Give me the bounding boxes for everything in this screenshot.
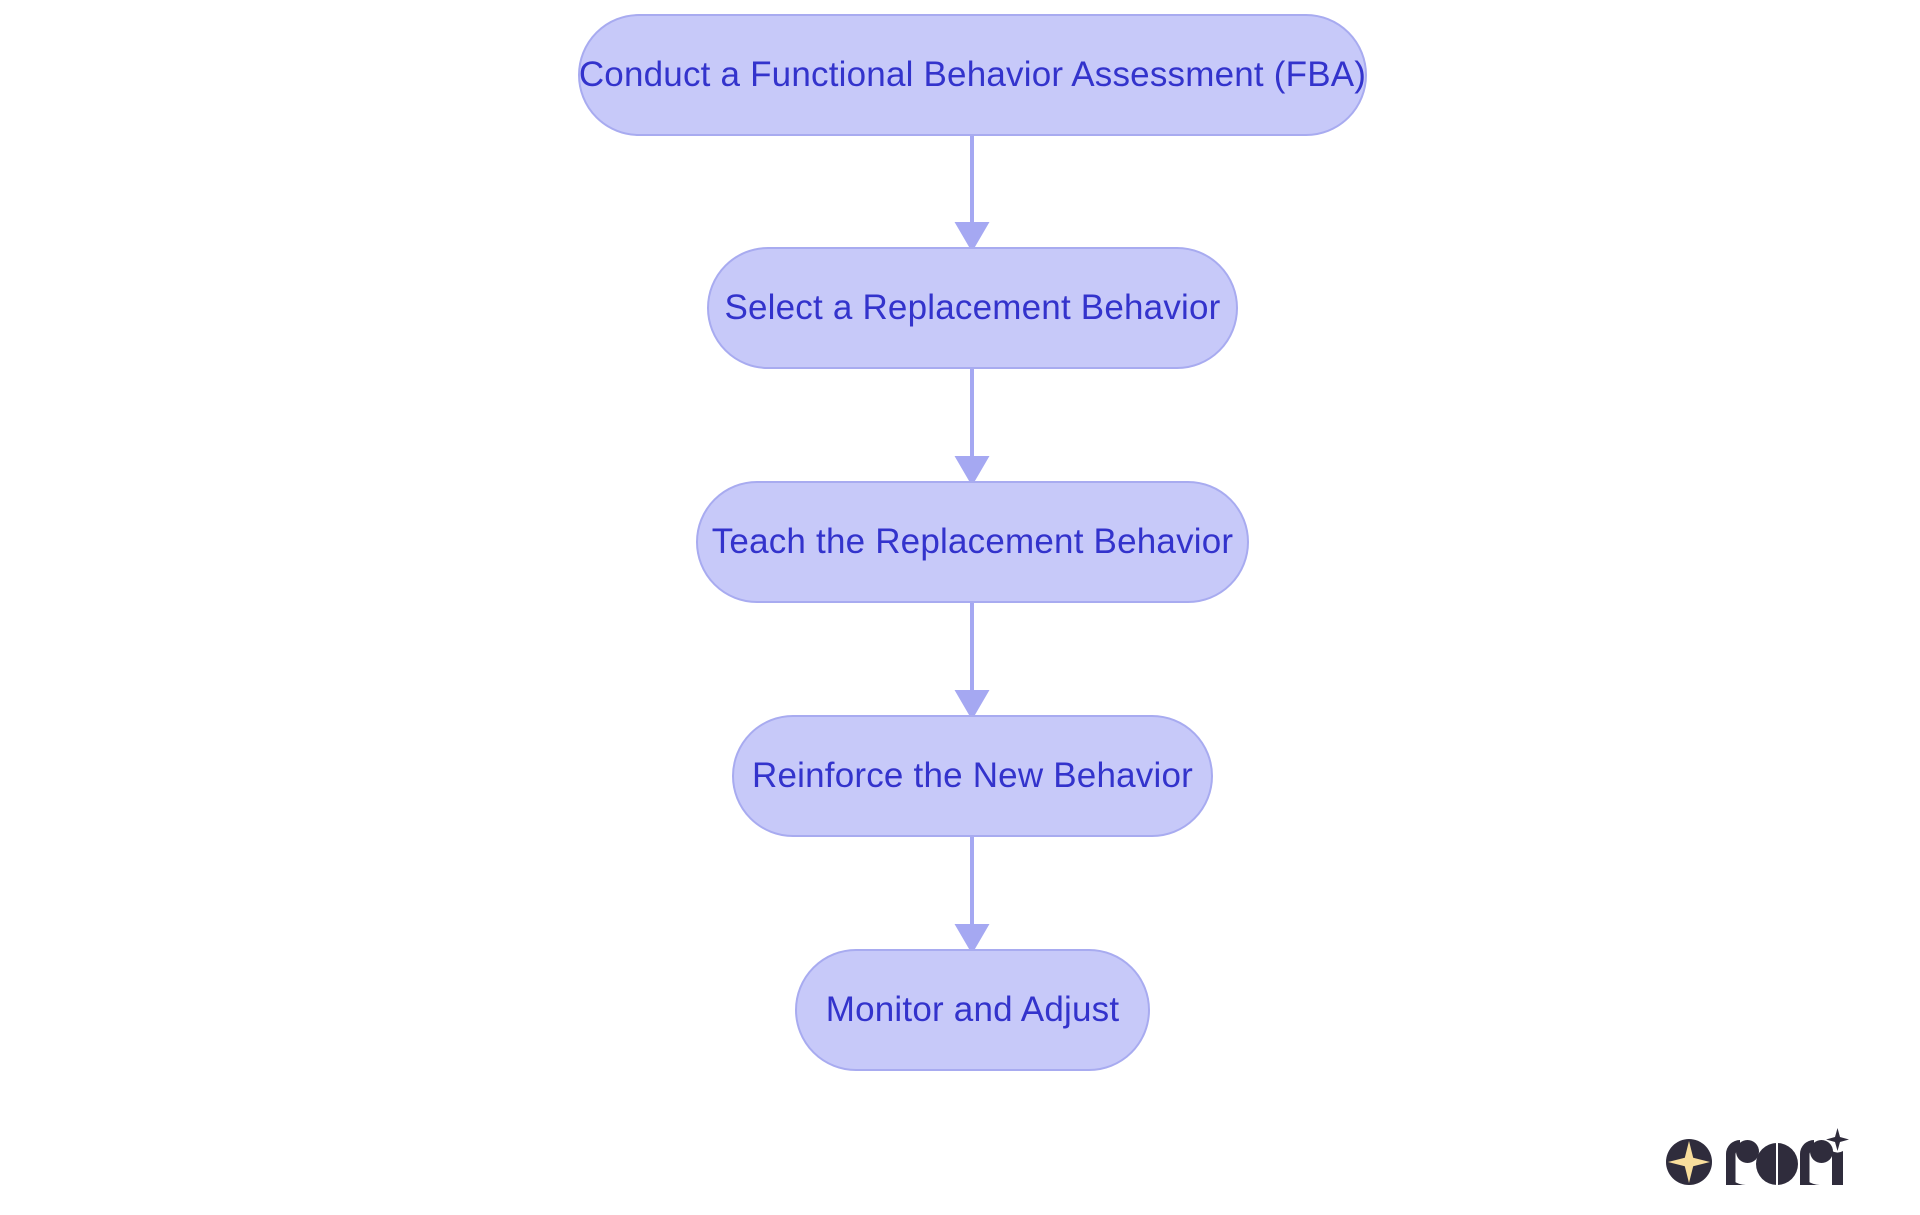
flow-node-label: Teach the Replacement Behavior bbox=[711, 522, 1234, 561]
flow-node-label: Reinforce the New Behavior bbox=[752, 756, 1193, 795]
arrowhead-fba-to-select bbox=[954, 222, 990, 252]
flow-node-monitor-and-adjust[interactable]: Monitor and Adjust bbox=[795, 949, 1150, 1071]
rori-logo bbox=[1666, 1128, 1849, 1186]
sparkle-icon bbox=[1826, 1128, 1849, 1151]
arrowhead-teach-to-reinforce bbox=[954, 690, 990, 720]
flow-node-select-replacement-behavior[interactable]: Select a Replacement Behavior bbox=[707, 247, 1238, 369]
arrowhead-select-to-teach bbox=[954, 456, 990, 486]
four-point-star-icon bbox=[1668, 1141, 1710, 1183]
flow-node-reinforce-new-behavior[interactable]: Reinforce the New Behavior bbox=[732, 715, 1213, 837]
rori-wordmark bbox=[1726, 1128, 1849, 1186]
rori-logo-mark bbox=[1666, 1139, 1712, 1185]
flow-node-label: Conduct a Functional Behavior Assessment… bbox=[578, 55, 1367, 94]
flow-node-label: Select a Replacement Behavior bbox=[724, 288, 1221, 327]
flow-node-conduct-fba[interactable]: Conduct a Functional Behavior Assessment… bbox=[578, 14, 1367, 136]
arrowhead-reinforce-to-monitor bbox=[954, 924, 990, 954]
flow-node-label: Monitor and Adjust bbox=[825, 990, 1120, 1029]
flow-node-teach-replacement-behavior[interactable]: Teach the Replacement Behavior bbox=[696, 481, 1249, 603]
